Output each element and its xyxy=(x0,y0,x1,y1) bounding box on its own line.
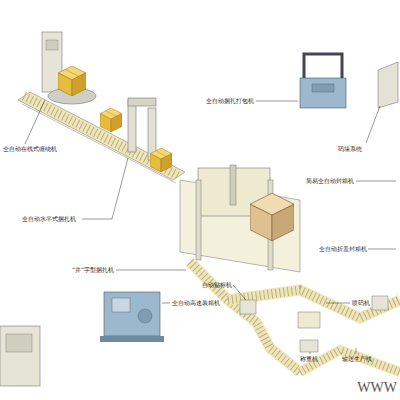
weigher xyxy=(300,340,318,352)
conveyor xyxy=(18,92,185,183)
labeler xyxy=(240,300,256,314)
wrapping-machine xyxy=(42,32,96,104)
callout-label: 全自动捆扎打包机 xyxy=(206,98,254,105)
strapping-machine xyxy=(300,54,346,108)
callout-label: 码垛系统 xyxy=(338,146,362,153)
palletizer xyxy=(180,165,300,272)
callout-label: “井”字型捆扎机 xyxy=(72,267,114,274)
callout-label: 喷码机 xyxy=(352,300,370,307)
conveyor xyxy=(190,262,400,372)
callout-label: 简易全自动封箱机 xyxy=(306,178,354,185)
watermark: WWW xyxy=(357,380,397,395)
case-packer xyxy=(100,292,164,342)
leader-line xyxy=(25,100,396,354)
callout-label: 称重机 xyxy=(300,356,318,363)
callout-label: 全自动水平式捆扎机 xyxy=(22,216,76,223)
sealer xyxy=(298,312,320,328)
strapping-frame xyxy=(128,98,156,160)
callout-label: 全自动折盖封箱机 xyxy=(319,246,367,253)
machine xyxy=(0,326,40,386)
callout-label: 输送生产线 xyxy=(342,356,372,363)
coder xyxy=(372,296,388,310)
callout-label: 自动贴标机 xyxy=(202,282,232,289)
callout-label: 全自动在线式缠绕机 xyxy=(3,146,57,153)
callout-label: 全自动高速装箱机 xyxy=(172,300,220,307)
stacking-system xyxy=(378,62,398,108)
